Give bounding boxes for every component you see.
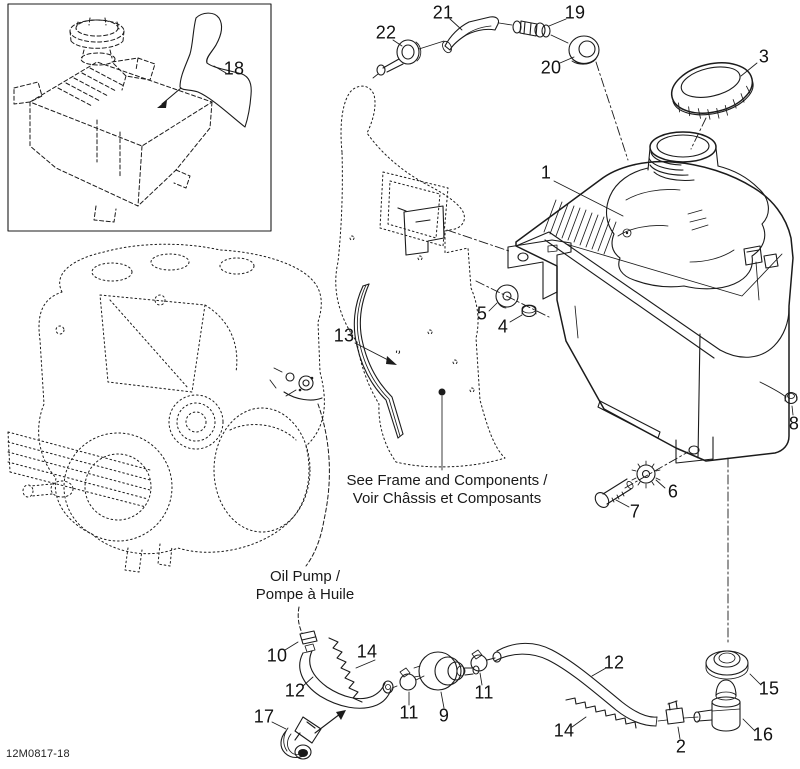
callout-12-left: 12 (284, 680, 306, 701)
callout-6: 6 (667, 481, 679, 502)
callout-1: 1 (540, 162, 552, 183)
vent-hose-assembly-drawing (373, 17, 628, 160)
callout-11-left: 11 (399, 702, 419, 723)
oil-pump-note-line1: Oil Pump / (269, 568, 341, 585)
callout-14-left: 14 (356, 641, 378, 662)
callout-4: 4 (497, 316, 509, 337)
hose-assembly-right-drawing (495, 458, 748, 731)
frame-drawing (336, 86, 509, 467)
callout-9: 9 (438, 705, 450, 726)
callout-15: 15 (758, 678, 780, 699)
callout-20: 20 (540, 57, 562, 78)
callout-18: 18 (223, 58, 245, 79)
callout-13: 13 (333, 325, 355, 346)
callout-21: 21 (432, 2, 454, 23)
reservoir-sketch (14, 18, 212, 222)
callout-17: 17 (253, 706, 275, 727)
oil-pump-note-line2: Pompe à Huile (255, 586, 355, 603)
leader-lines (272, 19, 793, 739)
callout-3: 3 (758, 46, 770, 67)
frame-reference-note: See Frame and Components / Voir Châssis … (347, 472, 548, 508)
callout-10: 10 (266, 645, 288, 666)
engine-drawing (8, 244, 324, 572)
callout-19: 19 (564, 2, 586, 23)
filler-cap-drawing (667, 55, 759, 149)
callout-2: 2 (675, 736, 687, 757)
oil-pump-drawing (270, 368, 329, 633)
pad-18-drawing (157, 13, 251, 127)
inset-box (8, 4, 271, 231)
callout-8: 8 (788, 413, 800, 434)
callout-7: 7 (629, 501, 641, 522)
frame-note-line2: Voir Châssis et Composants (352, 490, 542, 507)
drawing-code: 12M0817-18 (6, 748, 70, 760)
fastener-drawings (476, 281, 797, 510)
callout-12-right: 12 (603, 652, 625, 673)
oil-tank-drawing (508, 132, 793, 463)
callout-22: 22 (375, 22, 397, 43)
callout-16: 16 (752, 724, 774, 745)
oil-pump-note: Oil Pump / Pompe à Huile (256, 568, 354, 604)
callout-5: 5 (476, 303, 488, 324)
callout-11-right: 11 (474, 682, 494, 703)
frame-note-line1: See Frame and Components / (346, 472, 548, 489)
hose-assembly-left-drawing (281, 631, 501, 759)
callout-14-right: 14 (553, 720, 575, 741)
support-strip-drawing (354, 284, 403, 438)
